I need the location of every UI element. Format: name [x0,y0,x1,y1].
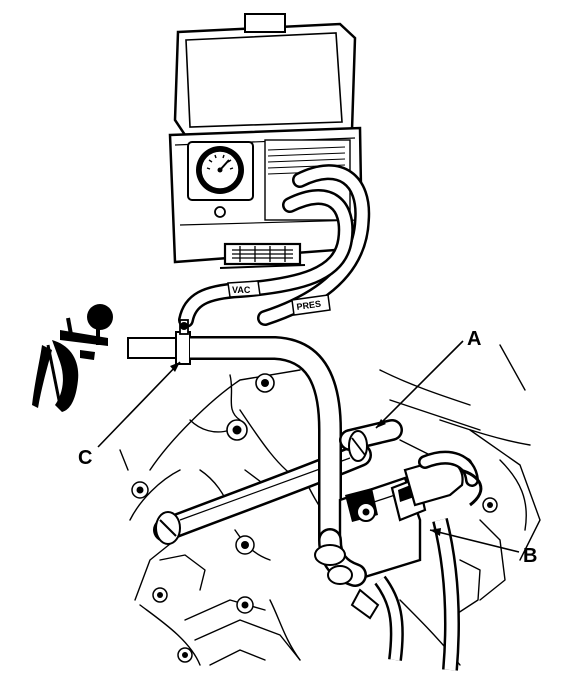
bolt-icon [152,587,168,603]
pres-tag-label: PRES [296,299,322,312]
callout-c-label: C [78,447,92,469]
callout-a-label: A [467,328,481,350]
tee-fitting [127,319,191,365]
adjust-knob-icon [214,206,226,218]
pres-hose-tag: PRES [291,294,331,316]
hand-vacuum-pump-icon [32,304,113,412]
callout-c: C [78,361,181,469]
gauge-case [168,13,364,269]
bolt-icon [226,419,248,441]
bolt-icon [235,535,255,555]
callout-b-label: B [523,545,537,567]
bolt-icon [482,497,498,513]
vac-hose-tag: VAC [227,280,261,298]
case-lid [173,22,357,137]
valve-assembly [314,419,483,671]
callout-b: B [429,528,537,567]
bolt-icon [236,596,254,614]
callout-a: A [375,328,481,429]
bolt-icon [131,481,149,499]
bolt-icon [177,647,193,663]
gauge-dial-icon [187,141,254,201]
hose-clamp-icon [155,511,181,545]
case-handle [219,242,306,269]
vac-tag-label: VAC [232,285,251,295]
bolt-icon [255,373,275,393]
tee-outlet-hose [190,336,342,540]
lid-latch [244,13,286,33]
